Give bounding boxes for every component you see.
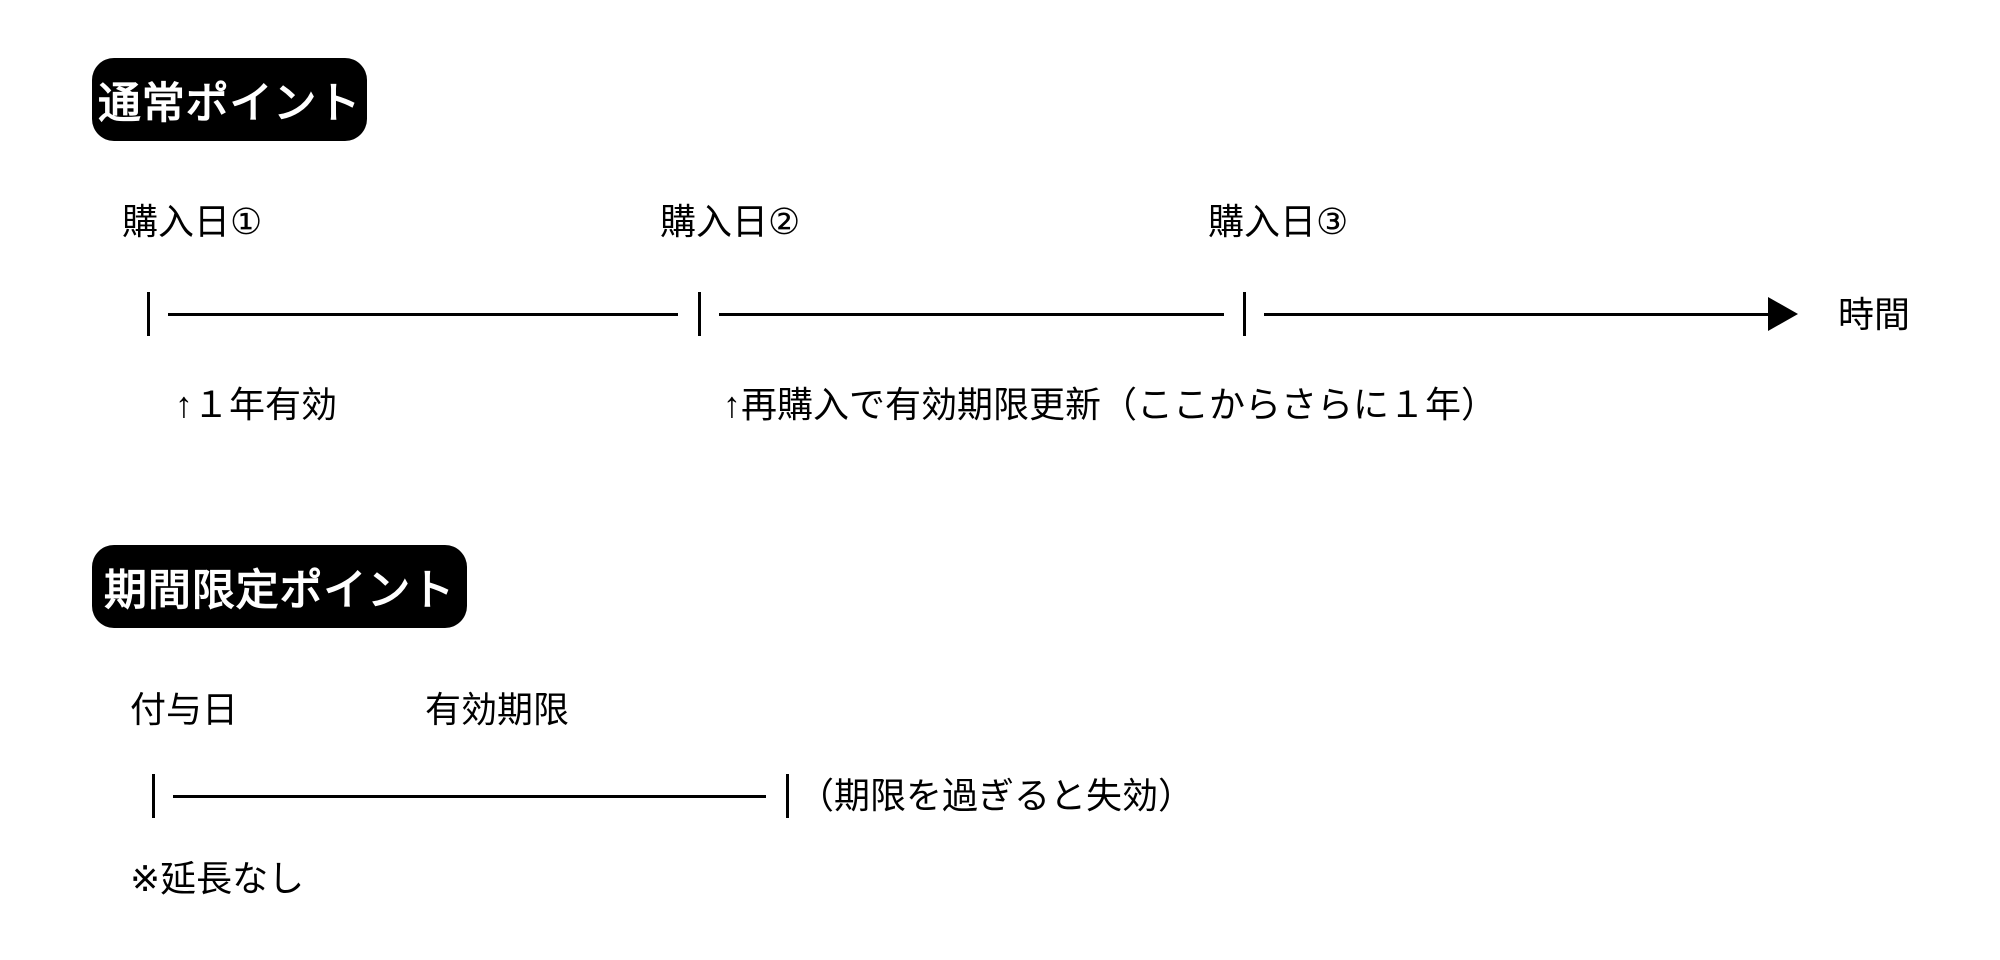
timeline-point-label-grant-date: 付与日: [130, 689, 239, 730]
timeline-tick-purchase-3: [1243, 292, 1246, 336]
timeline-right-arrowhead-icon: [1768, 297, 1798, 331]
timeline-segment-3: [1264, 313, 1772, 316]
timeline-tick-purchase-1: [147, 292, 150, 336]
section-badge-limited-points: 期間限定ポイント: [92, 545, 467, 628]
timeline-tick-purchase-2: [698, 292, 701, 336]
timeline-point-label-purchase-3: 購入日③: [1208, 201, 1349, 242]
timeline-segment-limited: [173, 795, 766, 798]
timeline-tick-grant-date: [152, 774, 155, 818]
timeline-note-no-extension: ※延長なし: [130, 858, 305, 899]
timeline-segment-1: [168, 313, 678, 316]
timeline-point-label-purchase-2: 購入日②: [660, 201, 801, 242]
timeline-segment-2: [719, 313, 1224, 316]
timeline-note-one-year-valid: ↑１年有効: [175, 384, 338, 425]
timeline-point-label-expiry-date: 有効期限: [425, 689, 570, 730]
section-badge-regular-points: 通常ポイント: [92, 58, 367, 141]
timeline-point-label-purchase-1: 購入日①: [122, 201, 263, 242]
timeline-tick-expiry-date: [786, 774, 789, 818]
timeline-note-renewal-on-repurchase: ↑再購入で有効期限更新（ここからさらに１年）: [723, 384, 1498, 425]
timeline-note-expires-after-deadline: （期限を過ぎると失効）: [798, 775, 1195, 816]
timeline-axis-label-time: 時間: [1838, 294, 1911, 335]
